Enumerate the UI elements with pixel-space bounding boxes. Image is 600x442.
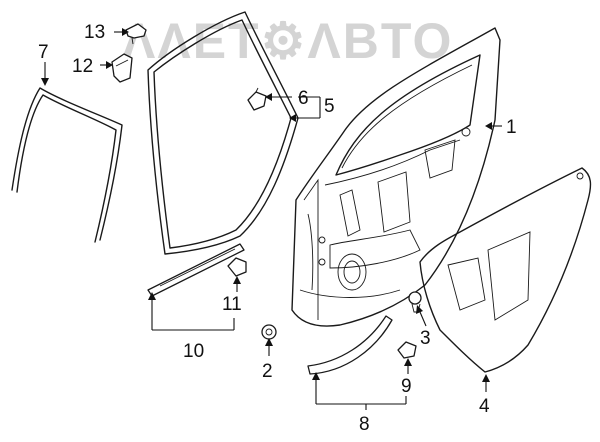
callout-1: 1	[506, 117, 517, 138]
callout-7: 7	[38, 42, 49, 63]
callout-9: 9	[401, 376, 412, 397]
part-5-weatherstrip	[147, 11, 299, 255]
callout-13: 13	[84, 22, 105, 43]
part-13-clip	[125, 23, 147, 45]
callout-6: 6	[298, 88, 309, 109]
part-3-clip	[408, 291, 422, 313]
leader-lines	[41, 28, 502, 410]
part-9-clip	[397, 341, 417, 359]
part-12-bracket	[111, 53, 133, 83]
callout-3: 3	[420, 328, 431, 349]
callout-2: 2	[262, 361, 273, 382]
part-1-door-panel	[291, 27, 501, 327]
watermark: ΛΛΕΤ⚙ΛΒΤΟ	[122, 13, 453, 69]
callout-8: 8	[359, 414, 370, 435]
callout-11: 11	[222, 294, 242, 315]
part-4-seal-screen	[419, 167, 592, 373]
callout-12: 12	[72, 56, 93, 77]
callouts: 7 13 12 6 5 1 3 11 10 2 9 4 8	[38, 22, 517, 435]
part-7-window-channel	[11, 87, 123, 243]
part-11-clip	[227, 257, 247, 277]
callout-10: 10	[183, 341, 204, 362]
part-10-belt-moulding	[147, 243, 245, 297]
part-8-lower-moulding	[307, 315, 393, 375]
callout-5: 5	[324, 96, 335, 117]
part-2-grommet	[261, 324, 277, 340]
part-6-clip	[247, 87, 267, 111]
callout-4: 4	[479, 396, 490, 417]
